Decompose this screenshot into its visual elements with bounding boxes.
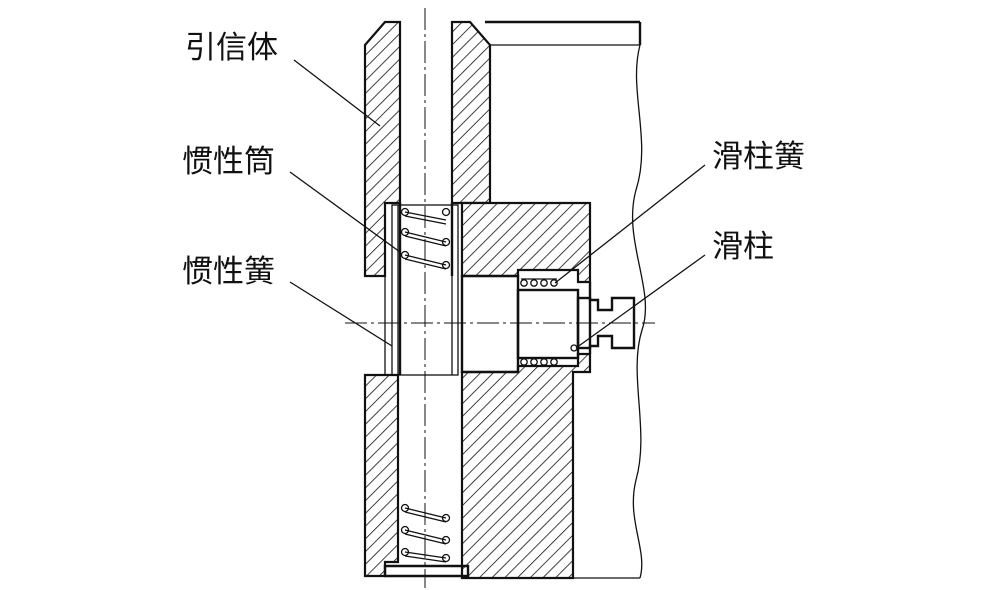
leader-fuze-body <box>293 59 381 127</box>
leader-slide-pin <box>575 254 706 349</box>
label-inertia-tube: 惯性筒 <box>182 144 275 180</box>
leader-inertia-spring <box>289 281 393 347</box>
inertia-spring-lower <box>400 503 451 563</box>
slide-pin-assembly <box>460 270 636 374</box>
leader-inertia-tube <box>289 171 401 253</box>
fuze-body-frame <box>485 20 647 579</box>
leader-slide-spring <box>554 164 706 284</box>
inertia-spring-upper <box>400 207 451 270</box>
slide-spring <box>520 278 558 367</box>
label-fuze-body: 引信体 <box>185 30 278 66</box>
base-plug <box>383 564 470 578</box>
label-inertia-spring: 惯性簧 <box>182 254 275 290</box>
label-slide-pin: 滑柱 <box>712 229 774 265</box>
fuze-body-section <box>363 20 592 580</box>
leader-lines <box>289 59 706 349</box>
label-slide-spring: 滑柱簧 <box>712 139 805 175</box>
break-line <box>631 44 647 579</box>
